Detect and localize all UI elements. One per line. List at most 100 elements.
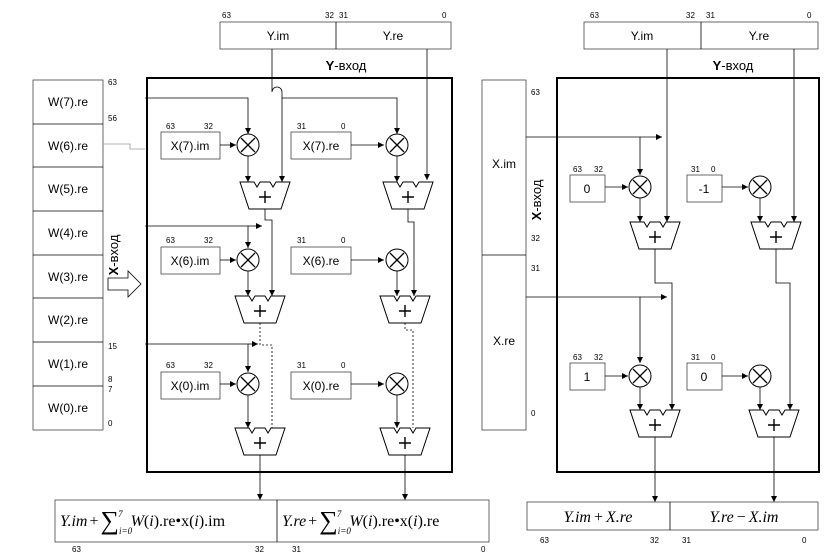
bit-label: 63 (222, 11, 231, 20)
im-pass-through (654, 249, 675, 410)
svg-text:0: 0 (341, 122, 346, 131)
x-register (160, 131, 221, 160)
x-register (160, 371, 221, 400)
constant-register (686, 174, 723, 203)
svg-text:32: 32 (204, 122, 213, 131)
adder-icon (379, 427, 431, 456)
constant-register (569, 362, 606, 391)
multiplier-icon (385, 133, 409, 157)
stage-0: X(0).im X(0).re (145, 341, 431, 500)
svg-text:63: 63 (166, 236, 175, 245)
constant-register (686, 362, 723, 391)
svg-text:31: 31 (706, 11, 715, 20)
w-register-column: W(7).re W(6).re W(5).re W(4).re W(3).re … (32, 78, 117, 431)
upper-stage: 0 -1 (526, 98, 802, 250)
w-register: W(2).re (48, 313, 88, 327)
y-im-field: Y.im (267, 29, 289, 43)
svg-text:63: 63 (573, 165, 582, 174)
stage-7: X(7).im X(7).re (145, 97, 434, 210)
x-im-register: X(7).im (171, 139, 210, 153)
processing-frame (146, 77, 453, 473)
w-register: W(5).re (48, 182, 88, 196)
x-input-title: X-вход (106, 234, 121, 275)
svg-text:63: 63 (531, 88, 540, 97)
adder-icon (234, 295, 286, 324)
y-re-field: Y.re (383, 29, 404, 43)
multiplier-icon (748, 175, 772, 199)
w-register: W(3).re (48, 270, 88, 284)
svg-text:32: 32 (594, 353, 603, 362)
svg-text:32: 32 (204, 236, 213, 245)
svg-text:32: 32 (594, 165, 603, 174)
svg-text:0: 0 (711, 165, 716, 174)
x-re-register: X(6).re (303, 254, 340, 268)
svg-text:32: 32 (204, 361, 213, 370)
y-im-feed (271, 49, 283, 100)
y-register-top: Y.im Y.re 63 32 31 0 (219, 11, 452, 50)
bit-label: 32 (325, 11, 334, 20)
svg-text:32: 32 (531, 234, 540, 243)
x-register (160, 246, 221, 275)
constant-im: 1 (584, 370, 591, 384)
x-register (290, 246, 352, 275)
x-register-column: X.im X.re 63 32 31 0 (481, 79, 540, 431)
multiplier-icon (385, 372, 409, 396)
x-re-register: X(7).re (303, 139, 340, 153)
constant-re: 0 (701, 370, 708, 384)
adder-icon (629, 221, 681, 250)
svg-text:0: 0 (341, 236, 346, 245)
y-input-title: Y-вход (713, 58, 754, 73)
bit-label: 63 (108, 78, 117, 87)
x-register (290, 371, 352, 400)
w-register: W(7).re (48, 95, 88, 109)
svg-text:31: 31 (297, 236, 306, 245)
bit-label: 32 (255, 545, 264, 554)
bit-label: 31 (339, 11, 348, 20)
processing-frame (556, 77, 820, 473)
x-input-arrow (107, 270, 142, 298)
svg-text:31: 31 (297, 122, 306, 131)
multiplier-icon (385, 248, 409, 272)
svg-text:0: 0 (531, 409, 536, 418)
multiplier-icon (236, 248, 260, 272)
svg-text:63: 63 (166, 122, 175, 131)
omitted-stage-link (259, 323, 273, 428)
bit-label: 31 (292, 545, 301, 554)
stage-bits: 63 32 31 0 63 32 31 0 63 32 31 0 (166, 122, 346, 370)
svg-text:63: 63 (590, 11, 599, 20)
w-line (103, 143, 145, 150)
w-register: W(1).re (48, 357, 88, 371)
right-diagram: Y.im Y.re 63 32 31 0 Y-вход X.im X.re 63… (481, 11, 820, 545)
svg-text:63: 63 (573, 353, 582, 362)
w-register: W(0).re (48, 401, 88, 415)
constant-register (569, 174, 606, 203)
w-register: W(4).re (48, 226, 88, 240)
svg-text:31: 31 (297, 361, 306, 370)
re-pass-through (775, 249, 793, 410)
multiplier-icon (628, 364, 652, 388)
svg-text:0: 0 (341, 361, 346, 370)
x-im-register: X(0).im (171, 379, 210, 393)
adder-icon (239, 181, 291, 210)
y-register-top: Y.im Y.re 63 32 31 0 (583, 11, 819, 50)
output-re-formula: Y.re−X.im (710, 509, 779, 526)
bit-label: 0 (481, 545, 486, 554)
bit-label: 8 (108, 375, 113, 384)
svg-text:32: 32 (650, 536, 659, 545)
bit-label: 0 (442, 11, 447, 20)
x-re-field: X.re (493, 334, 515, 348)
lower-stage: 1 0 (526, 294, 800, 502)
adder-icon (234, 427, 286, 456)
x-register (290, 131, 352, 160)
x-im-field: X.im (492, 157, 516, 171)
stage-6: X(6).im X(6).re (145, 209, 431, 324)
x-im-register: X(6).im (171, 254, 210, 268)
multiplier-icon (628, 175, 652, 199)
svg-text:31: 31 (682, 536, 691, 545)
multiplier-icon (748, 364, 772, 388)
stage-bits: 63 32 31 0 63 32 31 0 (573, 165, 716, 362)
adder-icon (750, 221, 802, 250)
y-input-title: Y-вход (326, 58, 367, 73)
